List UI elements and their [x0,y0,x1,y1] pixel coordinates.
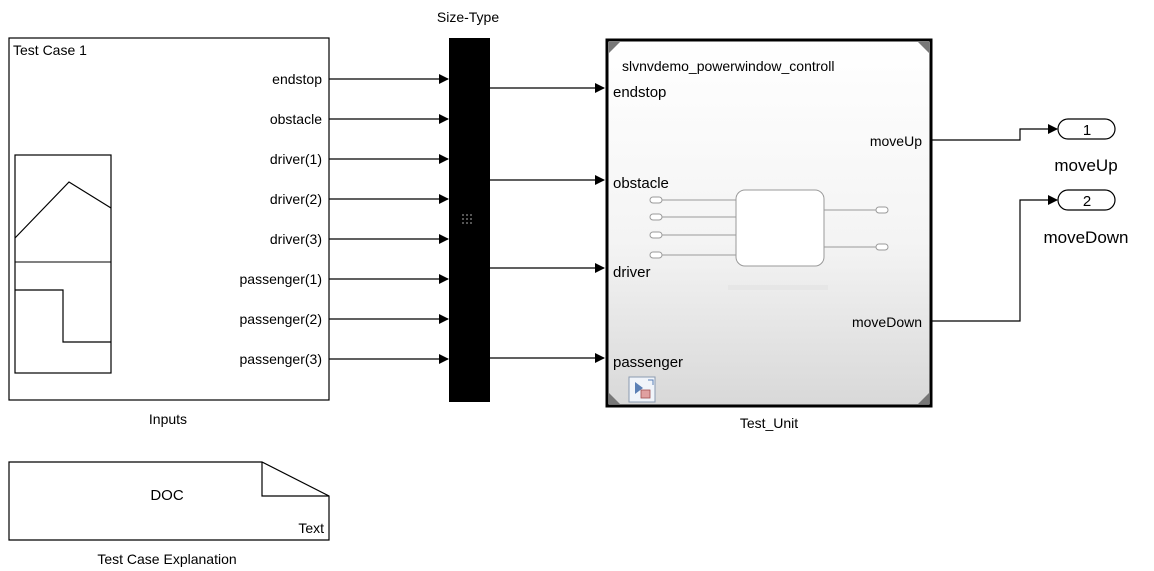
doc-block[interactable]: DOC Text Test Case Explanation [8,461,330,567]
inputs-block-caption: Inputs [149,411,187,427]
test-unit-input-passenger: passenger [613,354,683,371]
bus-output-lines[interactable] [490,83,605,363]
outport-1-shape[interactable] [1057,118,1116,140]
test-unit-input-endstop: endstop [613,84,666,101]
inputs-port-driver-3: driver(3) [270,231,322,247]
output-signal-lines[interactable] [931,124,1058,322]
test-unit-output-moveup: moveUp [870,133,922,149]
test-unit-block[interactable]: slvnvdemo_powerwindow_controll endstop o… [605,38,933,431]
inputs-port-passenger-3: passenger(3) [240,351,323,367]
test-unit-model-name: slvnvdemo_powerwindow_controll [622,58,834,74]
inputs-port-driver-2: driver(2) [270,191,322,207]
doc-page-fold-icon [261,462,329,497]
test-unit-input-obstacle: obstacle [613,175,669,192]
model-badge-icon[interactable] [628,376,656,403]
doc-block-label: DOC [150,487,184,504]
signal-preview-icon [14,154,112,374]
test-unit-caption: Test_Unit [740,415,798,431]
test-unit-output-movedown: moveDown [852,314,922,330]
outport-2-shape[interactable] [1057,189,1116,211]
subsystem-preview-icon [649,189,889,290]
bus-creator-title: Size-Type [437,9,499,25]
inputs-block-title: Test Case 1 [13,42,87,58]
inputs-port-passenger-2: passenger(2) [240,311,323,327]
doc-block-type: Text [298,520,324,536]
test-unit-input-driver: driver [613,264,651,281]
outport-1-name: moveUp [1054,156,1117,175]
signal-line-moveup[interactable] [931,124,1058,141]
inputs-port-labels: endstop obstacle driver(1) driver(2) dri… [240,71,323,367]
inputs-port-driver-1: driver(1) [270,151,322,167]
outport-1[interactable]: 1 moveUp [1054,118,1118,175]
bus-creator-dots-icon [462,214,472,224]
outport-2[interactable]: 2 moveDown [1043,189,1129,247]
bus-creator-block[interactable]: Size-Type [437,9,499,402]
inputs-block[interactable]: Test Case 1 endstop obstacle driver(1) d… [8,37,330,427]
outport-1-number: 1 [1083,122,1091,139]
bus-creator-bar[interactable] [449,38,490,402]
inputs-port-passenger-1: passenger(1) [240,271,323,287]
inputs-port-obstacle: obstacle [270,111,322,127]
model-reference-corner-icons [609,42,929,404]
outport-2-number: 2 [1083,193,1091,210]
outport-2-name: moveDown [1043,228,1128,247]
inputs-port-endstop: endstop [272,71,322,87]
input-signal-lines[interactable] [329,74,449,364]
doc-block-frame[interactable] [8,461,330,541]
signal-line-movedown[interactable] [931,195,1058,322]
doc-block-caption: Test Case Explanation [97,551,236,567]
